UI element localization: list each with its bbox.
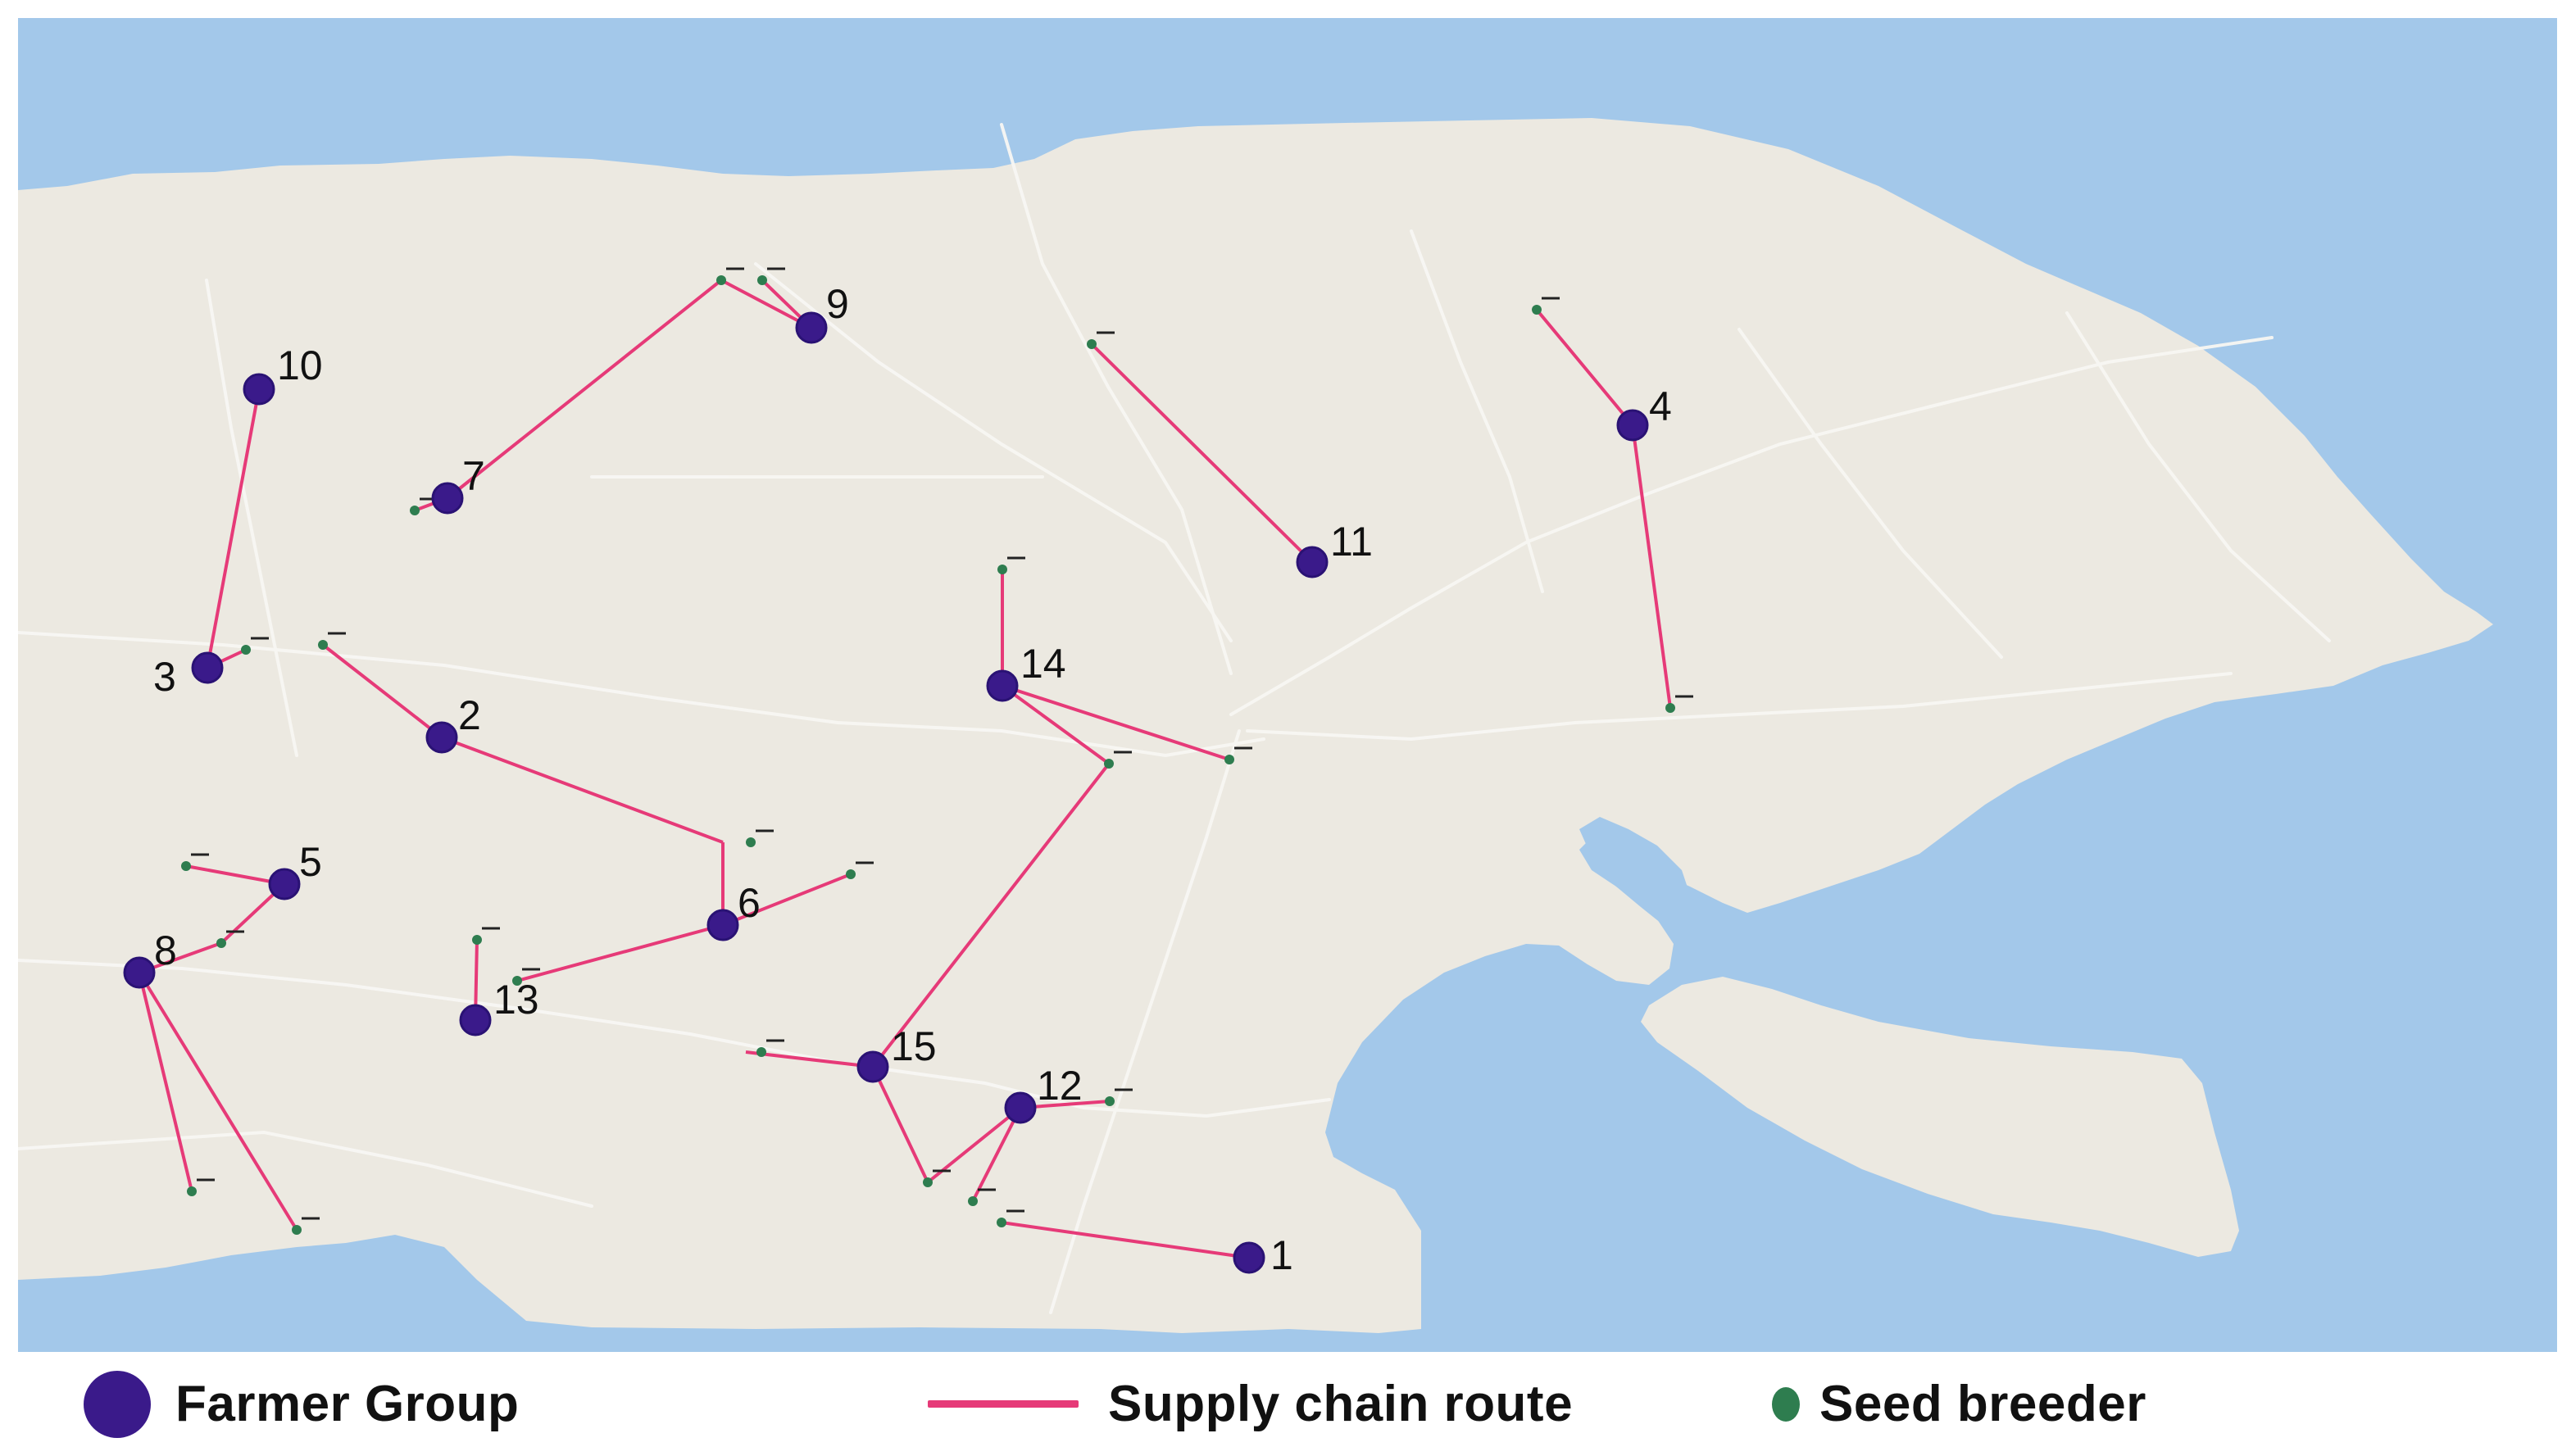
seed-breeder-point[interactable]: [1105, 1096, 1115, 1106]
seed-breeder-point[interactable]: [746, 837, 756, 847]
farmer-group-marker[interactable]: [1233, 1241, 1265, 1274]
seed-breeder-point[interactable]: [756, 1047, 766, 1057]
farmer-group-marker[interactable]: [706, 909, 739, 941]
road-network: [18, 123, 2331, 1314]
farmer-group-marker[interactable]: [123, 956, 156, 989]
farmer-group-label: 13: [493, 977, 539, 1023]
seed-breeder-point[interactable]: [1532, 305, 1542, 315]
legend-seed-breeder: Seed breeder: [1772, 1352, 2146, 1456]
supply-chain-route-line: [1090, 342, 1314, 564]
supply-chain-route-line: [971, 1107, 1022, 1202]
legend: Farmer Group Supply chain route Seed bre…: [0, 1352, 2562, 1456]
farmer-group-marker[interactable]: [1296, 546, 1329, 578]
seed-breeder-legend-icon: [1772, 1386, 1800, 1422]
farmer-group-label: 7: [462, 453, 485, 499]
farmer-group-marker[interactable]: [431, 482, 464, 515]
farmer-group-label: 10: [277, 342, 323, 388]
farmer-group-label: 14: [1020, 641, 1066, 687]
seed-breeder-point[interactable]: [318, 640, 328, 650]
seed-breeder-point[interactable]: [472, 935, 482, 945]
supply-chain-route-legend-icon: [928, 1400, 1079, 1408]
legend-seed-breeder-label: Seed breeder: [1819, 1376, 2146, 1432]
farmer-group-marker[interactable]: [425, 721, 458, 754]
supply-chain-route-line: [138, 972, 193, 1192]
farmer-group-label: 2: [458, 692, 481, 738]
supply-chain-route-line: [441, 736, 724, 844]
seed-breeder-point[interactable]: [241, 645, 251, 655]
farmer-group-label: 4: [1649, 383, 1672, 429]
farmer-group-marker[interactable]: [243, 373, 275, 406]
seed-breeder-point[interactable]: [216, 938, 226, 948]
supply-chain-route-line: [185, 864, 285, 886]
seed-breeder-point[interactable]: [292, 1225, 302, 1235]
legend-farmer-group-label: Farmer Group: [175, 1376, 520, 1432]
farmer-group-label: 8: [154, 928, 177, 973]
supply-chain-route-line: [720, 279, 812, 329]
supply-chain-route-line: [1535, 308, 1634, 427]
farmer-group-marker[interactable]: [191, 651, 224, 684]
farmer-group-label: 9: [826, 281, 849, 327]
supply-chain-route-line: [138, 971, 298, 1231]
seed-breeder-point[interactable]: [1104, 759, 1114, 769]
farmer-group-label: 11: [1330, 519, 1373, 565]
seed-breeder-point[interactable]: [410, 506, 420, 515]
supply-chain-route-line: [1001, 684, 1111, 765]
farmer-group-label: 6: [738, 880, 761, 926]
seed-breeder-point[interactable]: [1087, 339, 1097, 349]
seed-breeder-point[interactable]: [968, 1196, 978, 1206]
supply-chain-route-line: [1001, 1221, 1250, 1259]
seed-breeder-point[interactable]: [997, 1218, 1006, 1227]
supply-chain-route-line: [321, 643, 443, 739]
supply-chain-route-line: [516, 923, 724, 982]
seed-breeder-point[interactable]: [512, 976, 522, 986]
farmer-group-legend-icon: [84, 1370, 151, 1438]
farmer-group-marker[interactable]: [459, 1004, 492, 1036]
supply-chain-route-line: [745, 1050, 874, 1068]
seed-breeder-point[interactable]: [997, 565, 1007, 574]
seed-breeder-point[interactable]: [181, 861, 191, 871]
seed-breeder-point[interactable]: [923, 1177, 933, 1187]
supply-chain-route-line: [446, 279, 723, 500]
supply-chain-route-line: [871, 1066, 929, 1183]
seed-breeder-point[interactable]: [846, 869, 856, 879]
supply-chain-route-line: [1002, 684, 1230, 761]
seed-breeder-point[interactable]: [757, 275, 767, 285]
supply-chain-routes: [138, 279, 1672, 1259]
supply-chain-route-line: [1631, 424, 1672, 709]
legend-supply-chain-route: Supply chain route: [928, 1352, 1573, 1456]
seed-breeder-point[interactable]: [187, 1186, 197, 1196]
farmer-group-label: 3: [153, 654, 176, 700]
farmer-group-label: 12: [1037, 1063, 1083, 1109]
farmer-group-marker[interactable]: [856, 1050, 889, 1083]
farmer-group-marker[interactable]: [986, 669, 1019, 702]
northern-bay: [1579, 817, 1690, 923]
farmer-group-marker[interactable]: [1616, 409, 1649, 442]
farmer-group-label: 5: [299, 839, 322, 885]
supply-chain-route-line: [722, 873, 852, 927]
seed-breeder-point[interactable]: [1224, 755, 1234, 764]
eastern-island: [1641, 977, 2239, 1257]
supply-chain-route-line: [871, 762, 1111, 1068]
seed-breeder-point[interactable]: [1665, 703, 1675, 713]
farmer-group-label: 15: [891, 1023, 937, 1069]
legend-farmer-group: Farmer Group: [84, 1352, 519, 1456]
seed-breeder-point[interactable]: [716, 275, 726, 285]
farmer-group-marker[interactable]: [795, 311, 828, 344]
farmer-group-marker[interactable]: [1004, 1091, 1037, 1124]
farmer-group-label: 1: [1270, 1232, 1293, 1278]
farmer-group-marker[interactable]: [268, 868, 301, 900]
supply-chain-route-line: [206, 388, 261, 669]
legend-route-label: Supply chain route: [1108, 1376, 1574, 1432]
seed-breeders: [181, 267, 1693, 1235]
